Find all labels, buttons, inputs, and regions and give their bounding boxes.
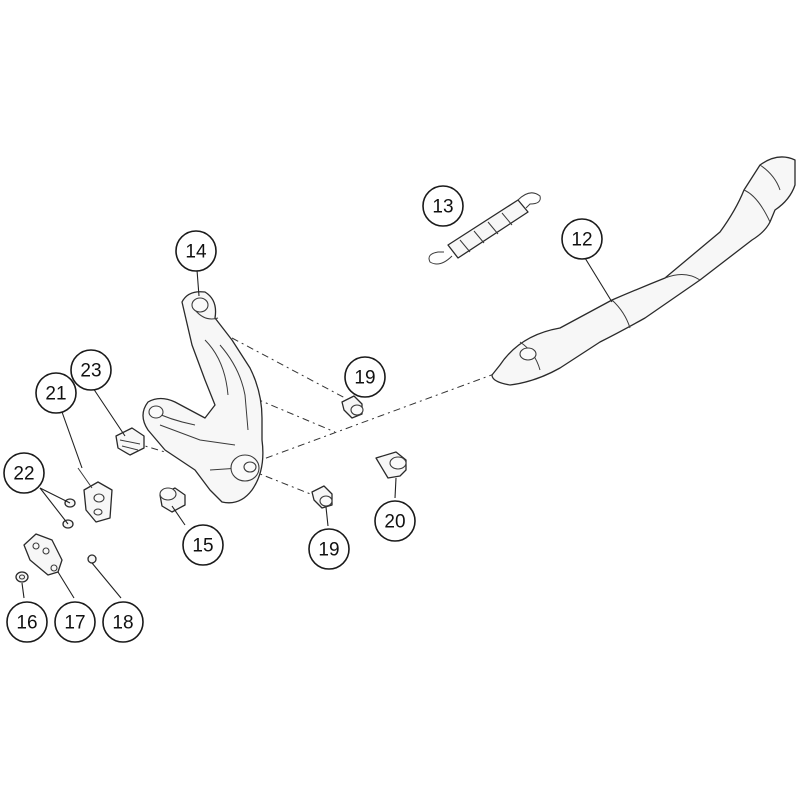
callout-13-label: 13	[432, 197, 453, 218]
callout-19-lower: 19	[308, 528, 350, 570]
part-14-bracket	[142, 291, 264, 504]
callout-14-label: 14	[185, 242, 207, 263]
callout-13: 13	[422, 185, 464, 227]
callout-12-label: 12	[571, 230, 592, 251]
part-22-screws	[62, 498, 76, 529]
part-20-bolt	[375, 451, 407, 479]
callout-16: 16	[6, 601, 48, 643]
part-21-switch	[77, 467, 113, 523]
part-16-nut	[15, 571, 29, 583]
part-13-spring	[428, 192, 541, 265]
callout-17: 17	[54, 601, 96, 643]
callout-17-label: 17	[64, 613, 85, 634]
callout-20-label: 20	[384, 512, 405, 533]
part-18-ball	[87, 554, 97, 564]
leader-lines	[21, 257, 613, 599]
callout-19-lower-label: 19	[318, 540, 339, 561]
callout-16-label: 16	[16, 613, 37, 634]
callout-23-label: 23	[80, 361, 101, 382]
callout-15-label: 15	[192, 536, 213, 557]
part-17-plate	[23, 533, 63, 576]
callout-18-label: 18	[112, 613, 133, 634]
part-19-screw-lower	[311, 485, 333, 509]
callout-12: 12	[561, 218, 603, 260]
callout-15: 15	[182, 524, 224, 566]
callout-14: 14	[175, 230, 217, 272]
callout-19-upper-label: 19	[354, 368, 375, 389]
part-23-sensor	[115, 427, 145, 456]
part-19-screw-upper	[341, 395, 364, 419]
callout-20: 20	[374, 500, 416, 542]
callout-22-label: 22	[13, 464, 34, 485]
part-12-side-stand	[491, 156, 796, 386]
callout-18: 18	[102, 601, 144, 643]
callout-21-label: 21	[45, 384, 66, 405]
part-15-bushing	[159, 487, 186, 513]
callout-22: 22	[3, 452, 45, 494]
callout-21: 21	[35, 372, 77, 414]
callout-23: 23	[70, 349, 112, 391]
callout-19-upper: 19	[344, 356, 386, 398]
